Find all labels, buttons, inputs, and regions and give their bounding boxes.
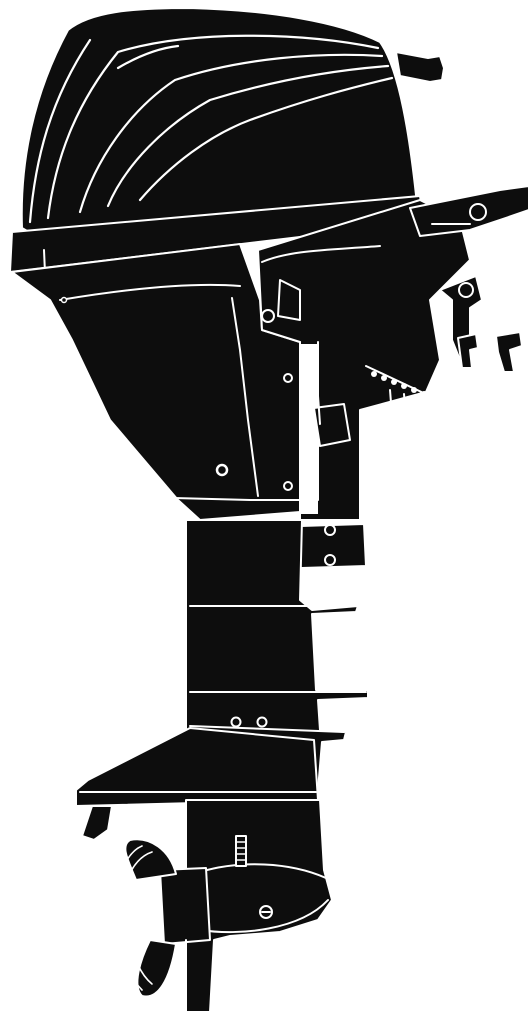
clamp-screw	[313, 403, 351, 447]
propeller-blade	[136, 939, 177, 998]
clamp-handle	[495, 331, 523, 373]
clamp-handle	[457, 333, 479, 369]
propeller-blade	[124, 838, 177, 881]
gearcase	[185, 799, 333, 1012]
trim-tab	[81, 805, 113, 841]
propeller-hub	[159, 867, 211, 945]
front-handle	[395, 51, 445, 83]
anti-ventilation-plate	[75, 727, 319, 807]
bolt-icon	[215, 463, 229, 477]
engine-cowling	[20, 7, 421, 263]
lower-cowl	[11, 243, 301, 521]
